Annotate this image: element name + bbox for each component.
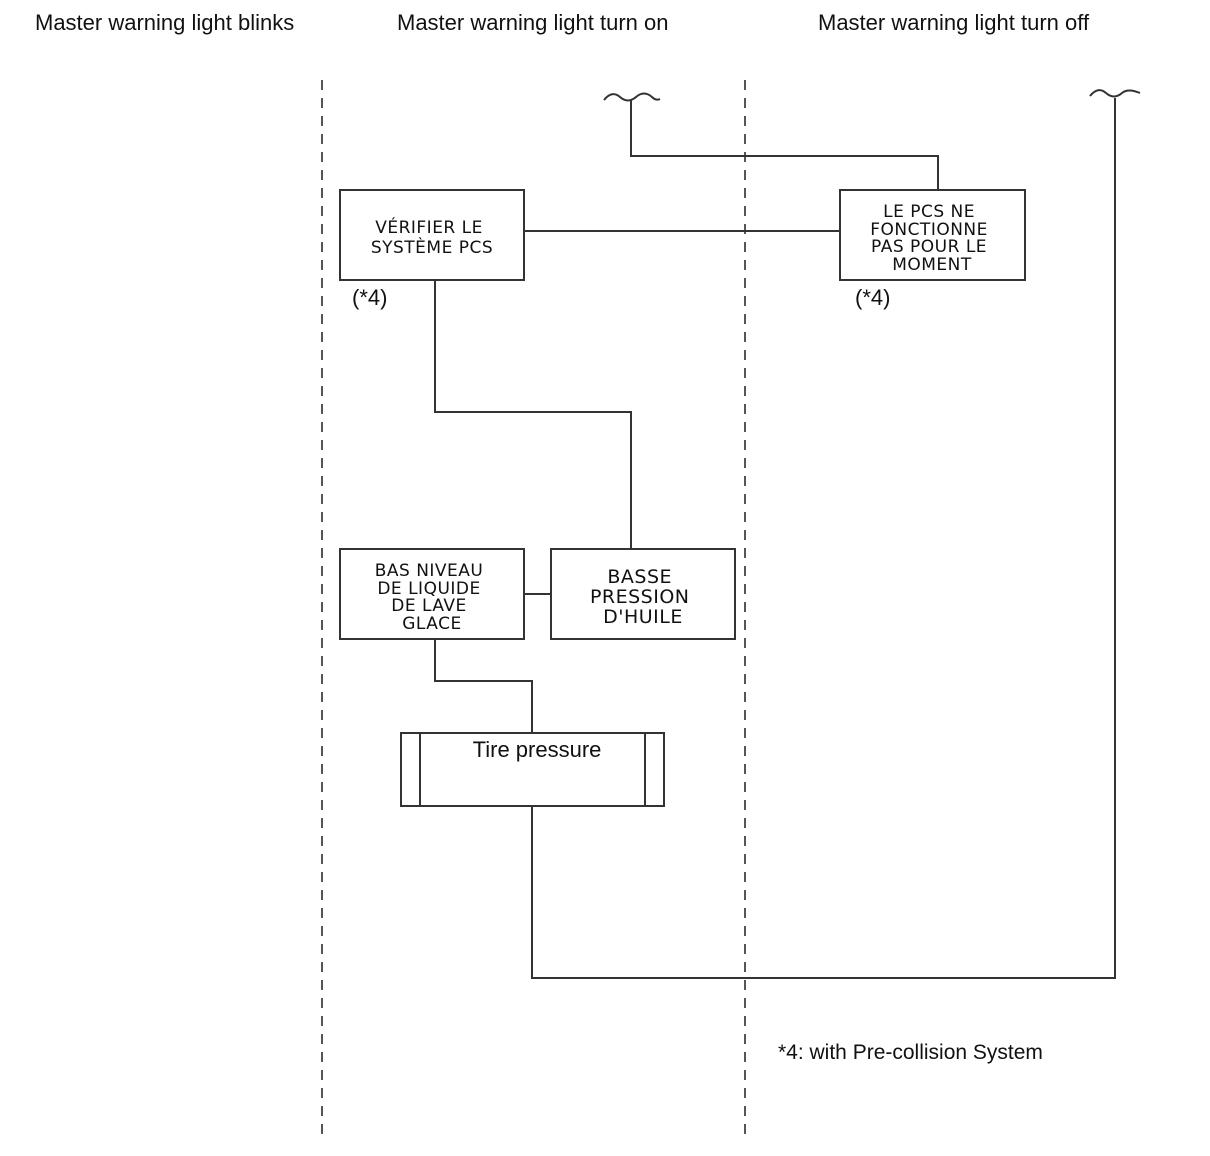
connector-bas-to-tire (434, 640, 533, 733)
footnote-precollision: *4: with Pre-collision System (778, 1041, 1043, 1064)
box-washer-fluid-low-text: BAS NIVEAU DE LIQUIDE DE LAVE GLACE (375, 561, 490, 634)
ref-note-verifier: (*4) (352, 285, 387, 310)
box-washer-fluid-low (339, 548, 525, 640)
box-verifier-pcs (339, 189, 525, 281)
box-low-oil-pressure (550, 548, 736, 640)
connector-tire-loop (531, 98, 1116, 979)
connector-verifier-to-basse (434, 281, 632, 549)
break-symbol-top-left (603, 92, 661, 102)
box-tire-pressure (400, 732, 665, 807)
column-header-turn-on: Master warning light turn on (397, 10, 668, 35)
box-verifier-pcs-text: VÉRIFIER LE SYSTÈME PCS (371, 216, 493, 258)
column-header-turn-off: Master warning light turn off (818, 10, 1090, 35)
box-low-oil-pressure-text: BASSE PRESSION D'HUILE (590, 566, 696, 628)
column-header-blinks: Master warning light blinks (35, 10, 294, 35)
break-symbol-top-right (1089, 89, 1141, 98)
box-pcs-not-functioning-text: LE PCS NE FONCTIONNE PAS POUR LE MOMENT (870, 202, 994, 275)
connector-top-loop (630, 100, 939, 190)
box-tire-pressure-text: Tire pressure (473, 737, 602, 762)
ref-note-pcs-ne: (*4) (855, 285, 890, 310)
box-pcs-not-functioning (839, 189, 1026, 281)
